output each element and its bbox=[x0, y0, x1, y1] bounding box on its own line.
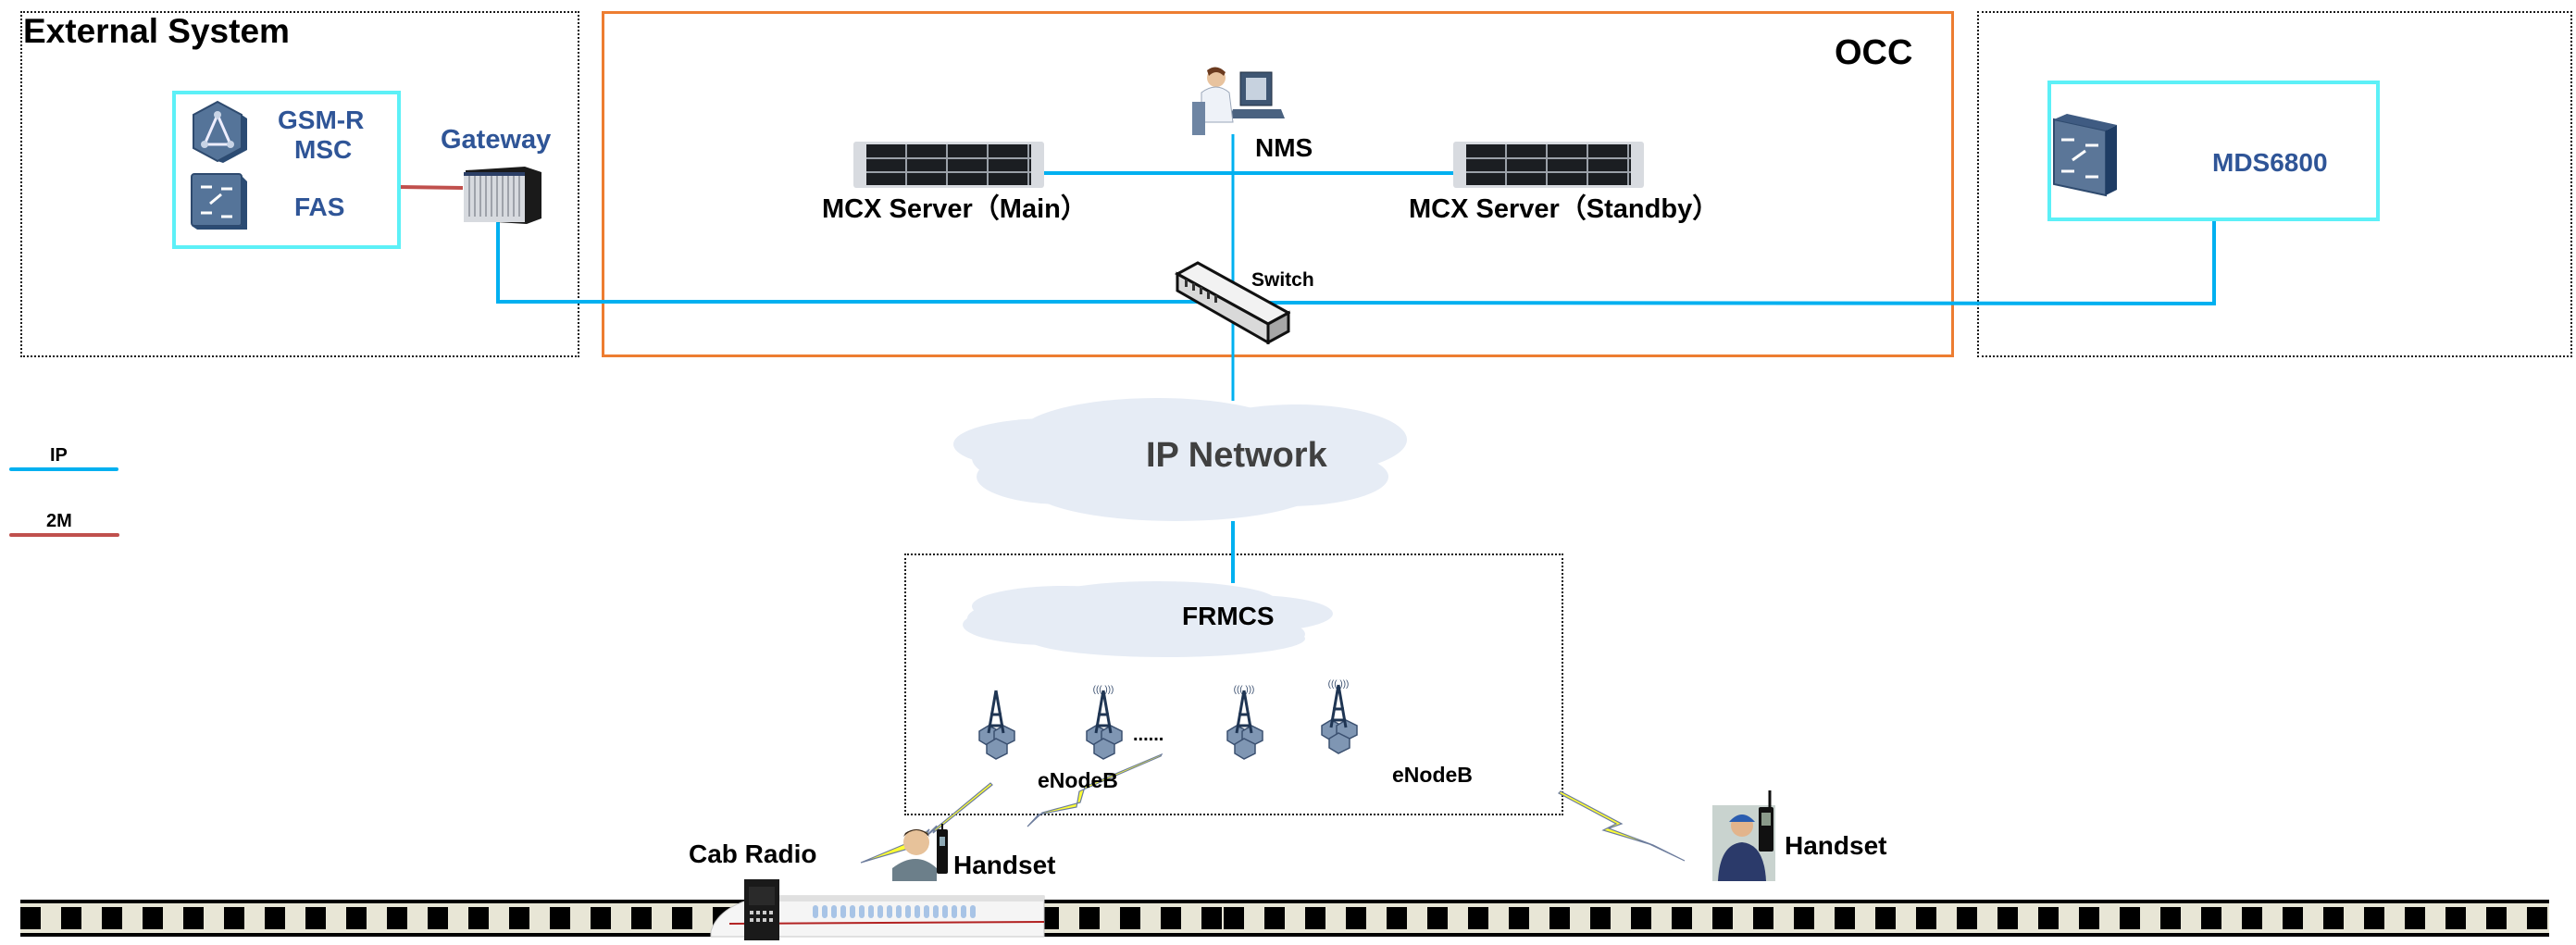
occ-zone bbox=[602, 11, 1954, 357]
legend-2m-label: 2M bbox=[46, 511, 72, 531]
handset-user-icon-2 bbox=[1712, 790, 1775, 881]
nms-label: NMS bbox=[1255, 133, 1313, 162]
radio-bolt-handset-1 bbox=[1027, 752, 1164, 827]
nms-operator-icon bbox=[1192, 67, 1285, 135]
mcx-server-main-icon bbox=[853, 142, 1044, 188]
msc-fas-group bbox=[172, 91, 401, 249]
enodeb-tower-icon-4: ((( ))) bbox=[1321, 679, 1358, 754]
enodeb-label-left: eNodeB bbox=[1038, 768, 1118, 792]
msc-label-line2: MSC bbox=[294, 135, 353, 164]
external-system-title: External System bbox=[23, 12, 290, 50]
mds-group bbox=[2047, 81, 2380, 221]
enodeb-ellipsis: ...... bbox=[1133, 725, 1164, 745]
ip-network-label: IP Network bbox=[1146, 436, 1327, 475]
dispatch-zone bbox=[1977, 11, 2572, 357]
ip-network-cloud bbox=[953, 398, 1407, 521]
cab-radio-device-icon bbox=[744, 879, 779, 940]
radio-bolt-handset-2 bbox=[1558, 790, 1686, 862]
handset-label-1: Handset bbox=[953, 851, 1056, 879]
ip-link-gateway-switch bbox=[496, 218, 1233, 304]
fas-icon bbox=[191, 173, 247, 230]
handset-label-2: Handset bbox=[1785, 831, 1887, 860]
enodeb-tower-icon-1 bbox=[978, 690, 1015, 760]
enodeb-tower-icon-2: ((( ))) bbox=[1086, 685, 1123, 760]
legend-2m-swatch bbox=[9, 533, 119, 537]
frmcs-label: FRMCS bbox=[1182, 602, 1275, 630]
enodeb-label-right: eNodeB bbox=[1392, 763, 1473, 787]
mcx-server-standby-icon bbox=[1453, 142, 1644, 188]
gateway-device-icon bbox=[464, 167, 541, 224]
mcx-server-standby-label: MCX Server（Standby） bbox=[1409, 194, 1720, 224]
enodeb-tower-icon-3: ((( ))) bbox=[1226, 685, 1263, 760]
handset-user-icon-1 bbox=[892, 824, 948, 881]
railway-track-right bbox=[1224, 900, 2549, 937]
gateway-label: Gateway bbox=[441, 125, 552, 155]
switch-label: Switch bbox=[1251, 269, 1314, 291]
cab-radio-label: Cab Radio bbox=[689, 839, 817, 868]
svg-text:((( ))): ((( ))) bbox=[1093, 685, 1114, 695]
mcx-server-main-label: MCX Server（Main） bbox=[822, 194, 1088, 224]
switch-icon bbox=[1174, 261, 1290, 344]
svg-text:((( ))): ((( ))) bbox=[1328, 679, 1350, 690]
msc-icon bbox=[193, 100, 247, 163]
e1-link-msc-gateway bbox=[399, 185, 464, 190]
mds6800-label: MDS6800 bbox=[2212, 148, 2328, 177]
external-system-zone bbox=[20, 11, 579, 357]
legend-ip-label: IP bbox=[50, 445, 68, 466]
ip-link-switch-mds bbox=[1232, 220, 2216, 306]
train-icon bbox=[710, 895, 1045, 938]
frmcs-cloud bbox=[963, 581, 1333, 657]
mds6800-icon bbox=[2053, 114, 2117, 197]
svg-text:((( ))): ((( ))) bbox=[1234, 685, 1255, 695]
legend-ip-swatch bbox=[9, 467, 118, 471]
occ-title: OCC bbox=[1835, 33, 1913, 72]
fas-label: FAS bbox=[294, 193, 345, 221]
radio-link-bolts bbox=[860, 752, 1686, 864]
msc-label-line1: GSM-R bbox=[278, 106, 365, 134]
